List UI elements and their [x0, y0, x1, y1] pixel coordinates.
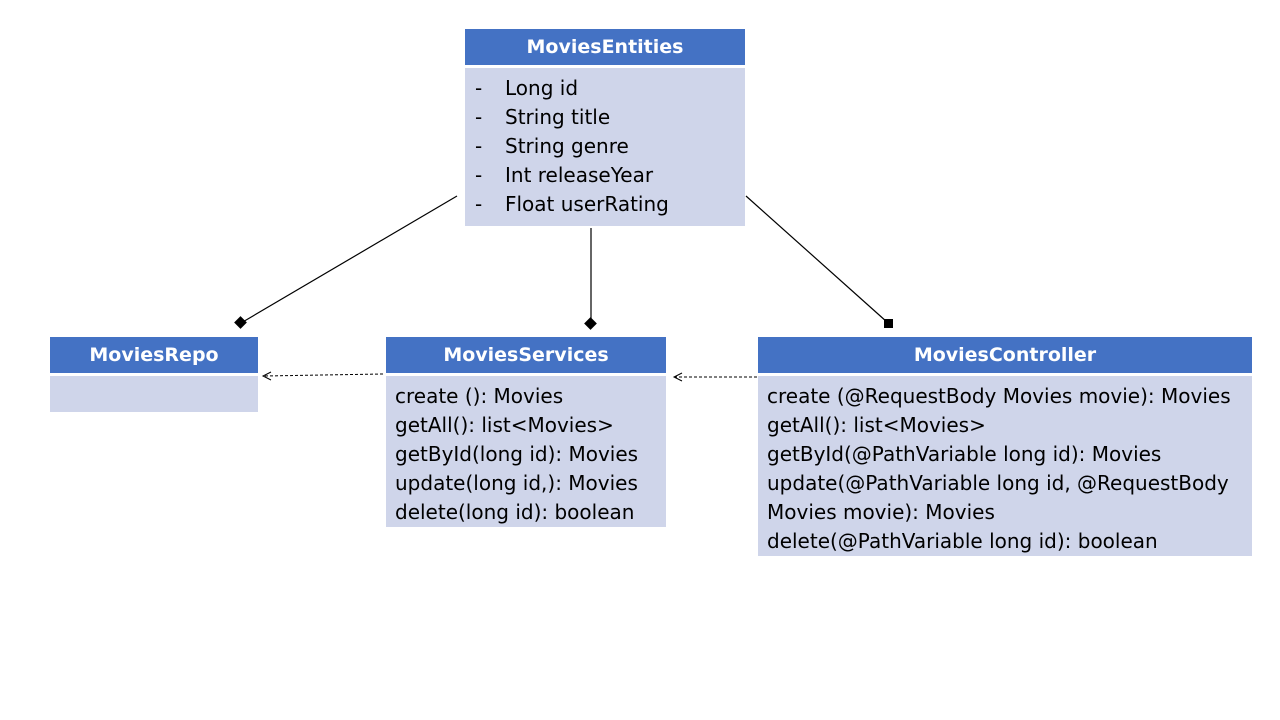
class-movies-controller: MoviesController create (@RequestBody Mo… — [758, 337, 1252, 556]
dependency-services-repo — [263, 373, 384, 377]
method-row: getById(@PathVariable long id): Movies — [767, 442, 1162, 466]
attribute-text: Long id — [505, 75, 579, 100]
attributes-section: - Long id - String title - String genre … — [465, 68, 745, 226]
method-row: delete(@PathVariable long id): boolean — [767, 529, 1158, 553]
class-title-movies-services: MoviesServices — [386, 337, 666, 373]
arrowhead-repo — [261, 371, 272, 381]
visibility-marker: - — [475, 162, 483, 187]
methods-section-empty — [50, 376, 258, 412]
method-row: update(long id,): Movies — [395, 471, 638, 495]
attribute-text: Float userRating — [505, 191, 669, 216]
square-marker-controller — [884, 319, 893, 328]
class-title-movies-entities: MoviesEntities — [465, 29, 745, 65]
attribute-row: - Long id — [465, 73, 745, 102]
method-row: delete(long id): boolean — [395, 500, 635, 524]
arrowhead-services — [672, 372, 683, 382]
class-movies-entities: MoviesEntities - Long id - String title … — [465, 29, 745, 226]
methods-section: create (): Movies getAll(): list<Movies>… — [386, 376, 666, 527]
visibility-marker: - — [475, 75, 483, 100]
method-row: getById(long id): Movies — [395, 442, 639, 466]
attribute-text: Int releaseYear — [505, 162, 654, 187]
connector-entities-repo — [240, 195, 458, 324]
attribute-row: - Int releaseYear — [465, 160, 745, 189]
attribute-row: - String title — [465, 102, 745, 131]
attribute-row: - Float userRating — [465, 189, 745, 218]
visibility-marker: - — [475, 133, 483, 158]
visibility-marker: - — [475, 104, 483, 129]
attribute-text: String genre — [505, 133, 629, 158]
method-row: create (@RequestBody Movies movie): Movi… — [767, 384, 1231, 408]
attribute-text: String title — [505, 104, 611, 129]
method-row: Movies movie): Movies — [767, 500, 995, 524]
method-row: getAll(): list<Movies> — [767, 413, 986, 437]
method-row: getAll(): list<Movies> — [395, 413, 614, 437]
method-row: create (): Movies — [395, 384, 564, 408]
visibility-marker: - — [475, 191, 483, 216]
class-title-movies-controller: MoviesController — [758, 337, 1252, 373]
method-row: update(@PathVariable long id, @RequestBo… — [767, 471, 1229, 495]
methods-section: create (@RequestBody Movies movie): Movi… — [758, 376, 1252, 556]
connector-entities-controller — [745, 195, 888, 323]
diamond-marker-services — [584, 317, 597, 330]
class-title-movies-repo: MoviesRepo — [50, 337, 258, 373]
diamond-marker-repo — [234, 316, 247, 329]
class-movies-services: MoviesServices create (): Movies getAll(… — [386, 337, 666, 527]
class-movies-repo: MoviesRepo — [50, 337, 258, 412]
attribute-row: - String genre — [465, 131, 745, 160]
